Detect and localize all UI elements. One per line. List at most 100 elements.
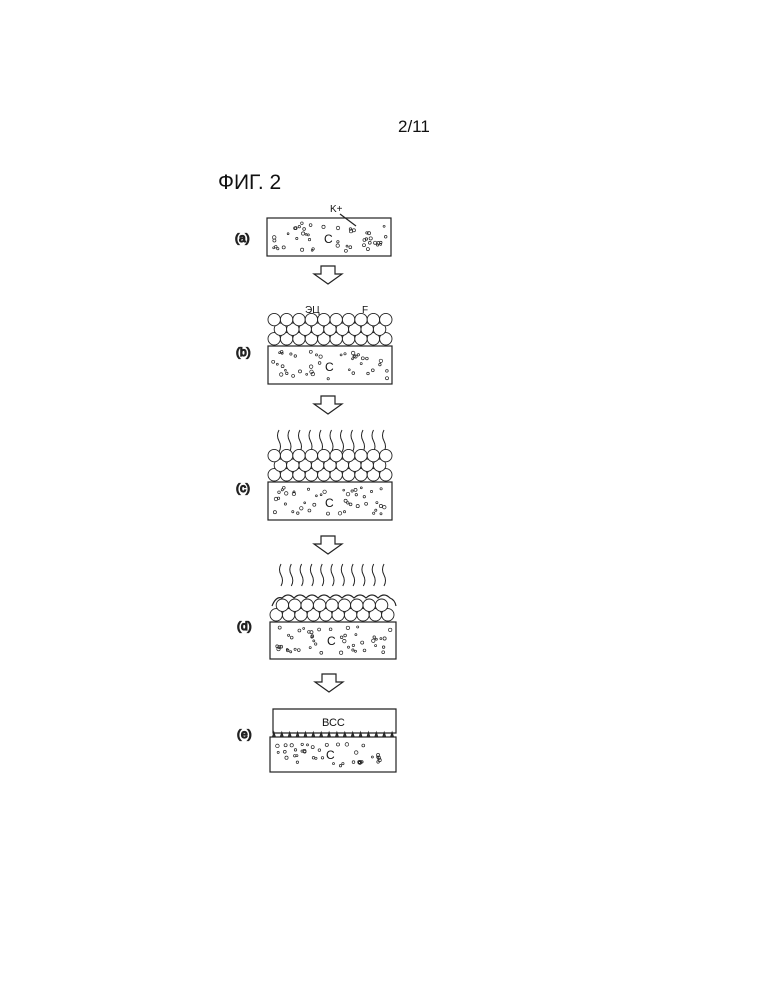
- heat-wave: [331, 564, 334, 586]
- particle: [354, 488, 357, 491]
- particle: [282, 486, 285, 489]
- heat-wave: [300, 564, 303, 586]
- heat-wave: [320, 430, 323, 452]
- particle: [294, 749, 296, 751]
- particle: [318, 362, 321, 365]
- particle: [340, 354, 342, 356]
- particle: [366, 357, 369, 360]
- particle: [294, 648, 296, 650]
- step-a-leader-line: [340, 214, 356, 226]
- down-arrow-3: [314, 536, 342, 554]
- particle: [276, 363, 278, 365]
- particle: [311, 746, 314, 749]
- sphere: [280, 313, 292, 325]
- sphere: [380, 449, 392, 461]
- particle: [351, 490, 353, 492]
- particle: [298, 629, 301, 632]
- sphere: [330, 313, 342, 325]
- particle: [292, 374, 295, 377]
- particle: [277, 751, 279, 753]
- step-a-substrate: C: [267, 218, 391, 256]
- step-c-sphere-layer: [268, 449, 392, 481]
- particle: [311, 249, 313, 251]
- particle: [297, 649, 300, 652]
- particle: [336, 226, 339, 229]
- step-c-heat-waves: [278, 430, 386, 452]
- particle: [272, 360, 275, 363]
- particle: [371, 756, 373, 758]
- sphere: [351, 599, 363, 611]
- particle: [312, 757, 315, 760]
- sphere: [289, 599, 301, 611]
- particle: [373, 512, 375, 514]
- particle: [371, 369, 374, 372]
- particle: [383, 505, 386, 508]
- particle: [383, 637, 386, 640]
- sphere: [293, 313, 305, 325]
- step-b-sphere-layer: [268, 313, 392, 345]
- particle: [306, 373, 308, 375]
- step-e-coating-layer: ВСС: [273, 709, 396, 733]
- particle: [318, 749, 321, 752]
- step-d-substrate-label: C: [327, 634, 336, 648]
- particle: [281, 365, 284, 368]
- sphere: [318, 449, 330, 461]
- particle: [307, 234, 309, 236]
- particle: [345, 743, 349, 747]
- heat-wave: [352, 564, 355, 586]
- particle: [349, 246, 352, 249]
- particle: [301, 232, 304, 235]
- heat-wave: [341, 430, 344, 452]
- particle: [301, 222, 304, 225]
- sphere: [342, 313, 354, 325]
- particle: [284, 492, 287, 495]
- particle: [315, 643, 317, 645]
- heat-wave: [299, 430, 302, 452]
- particle: [354, 650, 356, 652]
- heat-wave: [372, 564, 375, 586]
- particle: [326, 512, 329, 515]
- particle: [320, 651, 323, 654]
- particle: [282, 246, 285, 249]
- particle: [285, 756, 288, 759]
- particle: [363, 649, 366, 652]
- particle: [380, 513, 382, 515]
- step-c-label: (c): [236, 481, 250, 495]
- particle: [375, 645, 377, 647]
- particle: [285, 369, 287, 371]
- sphere: [355, 313, 367, 325]
- particle: [279, 373, 282, 376]
- particle: [343, 489, 345, 491]
- particle: [303, 627, 305, 629]
- particle: [346, 492, 350, 496]
- sphere: [330, 449, 342, 461]
- particle: [378, 759, 381, 762]
- particle: [374, 241, 377, 244]
- heat-wave: [383, 430, 386, 452]
- particle: [292, 511, 294, 513]
- sphere: [305, 449, 317, 461]
- particle: [308, 509, 311, 512]
- particle: [382, 646, 385, 649]
- particle: [339, 765, 341, 767]
- step-a-label: (a): [235, 231, 250, 245]
- particle: [337, 241, 339, 243]
- particle: [309, 365, 313, 369]
- particle: [322, 225, 325, 228]
- particle: [315, 495, 317, 497]
- heat-wave: [278, 430, 281, 452]
- heat-wave: [351, 430, 354, 452]
- particle: [352, 372, 355, 375]
- particle: [365, 502, 368, 505]
- particle: [352, 649, 354, 651]
- particle: [373, 636, 375, 638]
- particle: [305, 233, 307, 235]
- particle: [386, 370, 389, 373]
- particle: [301, 743, 303, 745]
- particle: [376, 244, 378, 246]
- particle: [347, 646, 349, 648]
- particle: [290, 651, 292, 653]
- particle: [369, 237, 372, 240]
- step-d-sphere-layer: [270, 599, 394, 621]
